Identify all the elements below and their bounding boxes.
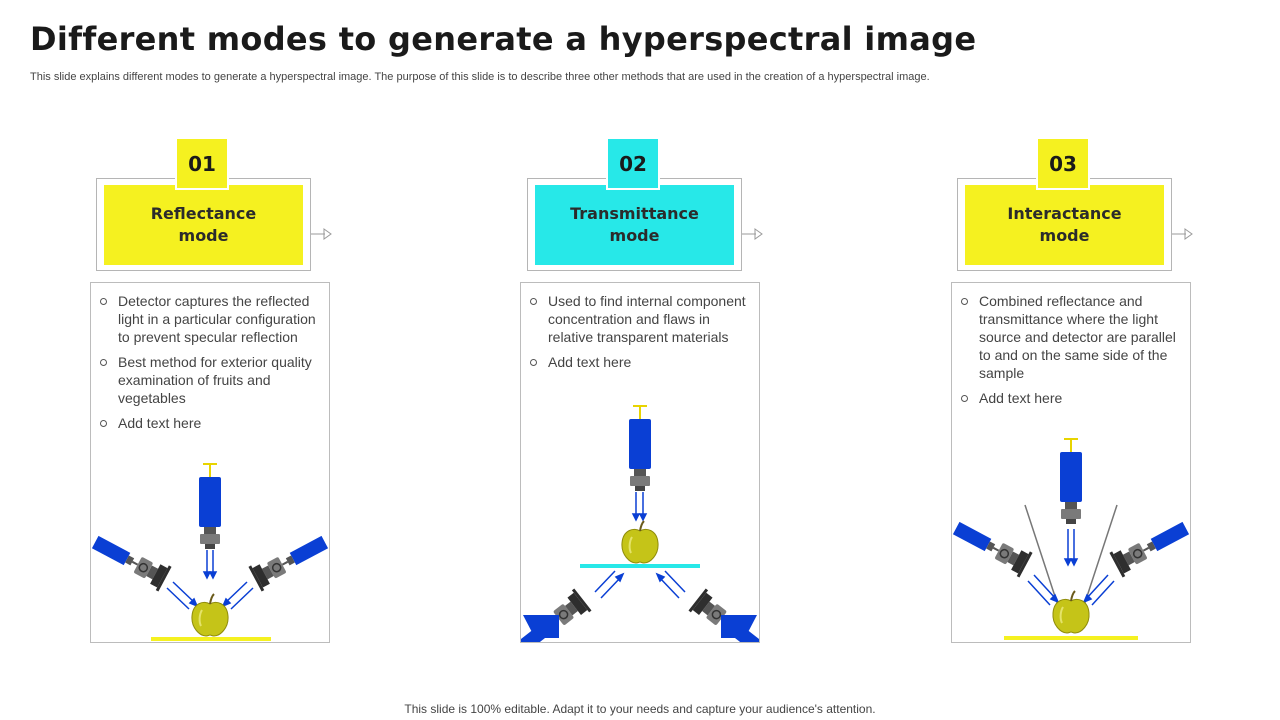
bullet-item: Add text here xyxy=(100,414,321,432)
mode-title-line2: mode xyxy=(178,226,229,245)
apple-icon xyxy=(620,520,660,564)
mode-title-box: Reflectance mode xyxy=(104,185,303,265)
mode-title-line2: mode xyxy=(609,226,660,245)
apple-icon xyxy=(190,593,230,637)
light-source-icon xyxy=(247,528,329,593)
detector-icon xyxy=(628,405,652,492)
connector-arrow-icon xyxy=(311,228,332,240)
detector-icon xyxy=(1059,438,1083,525)
interactance-illustration xyxy=(952,438,1190,640)
mode-title-line1: Reflectance xyxy=(150,204,257,223)
bullet-item: Best method for exterior quality examina… xyxy=(100,353,321,407)
connector-arrow-icon xyxy=(1172,228,1193,240)
bullet-list: Combined reflectance and transmittance w… xyxy=(952,283,1190,407)
bullet-list: Used to find internal component concentr… xyxy=(521,283,759,371)
bullet-item: Combined reflectance and transmittance w… xyxy=(961,292,1182,382)
footer-note: This slide is 100% editable. Adapt it to… xyxy=(404,702,876,716)
mode-column-transmittance: 02 Transmittance mode Used to find inter… xyxy=(520,0,763,720)
light-arrow-icon xyxy=(631,492,648,522)
apple-icon xyxy=(1051,590,1091,634)
mode-description-card: Used to find internal component concentr… xyxy=(520,282,760,643)
mode-column-reflectance: 01 Reflectance mode Detector captures th… xyxy=(90,0,332,720)
mode-description-card: Detector captures the reflected light in… xyxy=(90,282,330,643)
connector-arrow-icon xyxy=(742,228,763,240)
mode-title-frame: Transmittance mode xyxy=(527,178,742,271)
bullet-item: Add text here xyxy=(530,353,751,371)
light-arrow-icon xyxy=(202,550,218,580)
mode-title-box: Interactance mode xyxy=(965,185,1164,265)
mode-column-interactance: 03 Interactance mode Combined reflectanc… xyxy=(951,0,1193,720)
light-source-icon xyxy=(952,514,1034,579)
bullet-list: Detector captures the reflected light in… xyxy=(91,283,329,432)
reflectance-illustration xyxy=(91,463,329,641)
detector-icon xyxy=(198,463,222,550)
light-arrow-icon xyxy=(1063,529,1079,567)
mode-title-line1: Transmittance xyxy=(570,204,699,223)
light-source-icon xyxy=(91,528,173,593)
mode-title-line1: Interactance xyxy=(1007,204,1122,223)
bullet-item: Used to find internal component concentr… xyxy=(530,292,751,346)
page-subtitle: This slide explains different modes to g… xyxy=(30,71,930,83)
bullet-item: Add text here xyxy=(961,389,1182,407)
light-source-icon xyxy=(1108,514,1190,579)
mode-description-card: Combined reflectance and transmittance w… xyxy=(951,282,1191,643)
transmittance-illustration xyxy=(521,405,759,642)
mode-number-badge: 01 xyxy=(175,137,229,190)
mode-number-badge: 03 xyxy=(1036,137,1090,190)
bullet-item: Detector captures the reflected light in… xyxy=(100,292,321,346)
mode-title-line2: mode xyxy=(1039,226,1090,245)
mode-title-box: Transmittance mode xyxy=(535,185,734,265)
mode-number-badge: 02 xyxy=(606,137,660,190)
mode-title-frame: Interactance mode xyxy=(957,178,1172,271)
page-title: Different modes to generate a hyperspect… xyxy=(30,20,977,58)
mode-title-frame: Reflectance mode xyxy=(96,178,311,271)
